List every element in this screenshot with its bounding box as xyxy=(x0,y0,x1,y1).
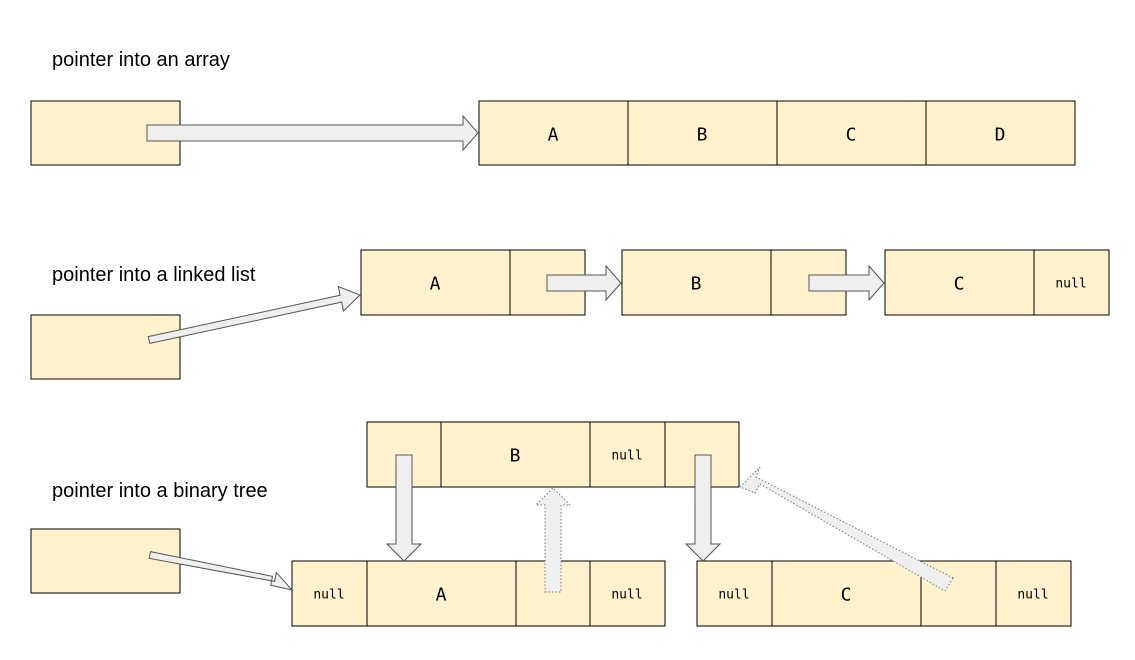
list-b-to-c-arrow xyxy=(808,264,885,302)
tree-right-label: C xyxy=(841,585,852,606)
tree-left-null-right-label: null xyxy=(611,588,642,603)
array-cell-1-label: B xyxy=(697,125,708,146)
binary-tree-caption: pointer into a binary tree xyxy=(52,480,268,502)
tree-pointer-arrow xyxy=(148,551,294,591)
tree-left-value xyxy=(366,560,517,627)
tree-root-to-right-arrow xyxy=(684,454,722,562)
tree-root-null-label: null xyxy=(611,449,642,464)
tree-right-left-ptr xyxy=(696,560,773,627)
tree-root-to-left-arrow xyxy=(385,454,423,562)
list-node-c-value xyxy=(884,249,1035,316)
tree-pointer-box xyxy=(30,528,181,594)
list-node-b-label: B xyxy=(691,274,702,295)
tree-left-null-left-label: null xyxy=(313,588,344,603)
tree-left-label: A xyxy=(436,585,447,606)
tree-root-value xyxy=(440,421,591,488)
list-node-c-label: C xyxy=(954,274,965,295)
tree-right-null-left-label: null xyxy=(718,588,749,603)
list-a-to-b-arrow xyxy=(546,264,622,302)
tree-right-null-right-label: null xyxy=(1017,588,1048,603)
tree-root-label: B xyxy=(510,446,521,467)
tree-right-right-ptr xyxy=(995,560,1072,627)
linked-list-section: A B C null xyxy=(30,249,1110,380)
array-caption: pointer into an array xyxy=(52,49,230,71)
binary-tree-section: B null null A null null C null xyxy=(30,421,1072,627)
array-cell-2-label: C xyxy=(846,125,857,146)
list-node-c-null-label: null xyxy=(1055,277,1086,292)
tree-right-to-root-parent-arrow xyxy=(739,466,954,592)
array-pointer-arrow xyxy=(146,114,479,152)
linked-list-caption: pointer into a linked list xyxy=(52,264,256,286)
list-node-c-next xyxy=(1033,249,1110,316)
list-node-a-value xyxy=(360,249,511,316)
array-cell-3 xyxy=(925,100,1076,166)
tree-left-left-ptr xyxy=(291,560,368,627)
tree-left-right-ptr xyxy=(589,560,666,627)
list-pointer-arrow xyxy=(147,285,361,344)
array-section: A B C D xyxy=(30,100,1076,166)
tree-root-parent-ptr xyxy=(589,421,666,488)
tree-right-value xyxy=(771,560,922,627)
list-node-a-label: A xyxy=(430,274,441,295)
array-cell-2 xyxy=(776,100,927,166)
tree-left-to-root-parent-arrow xyxy=(534,487,572,593)
array-cell-0 xyxy=(478,100,629,166)
array-cell-3-label: D xyxy=(995,125,1006,146)
array-cell-0-label: A xyxy=(548,125,559,146)
list-pointer-box xyxy=(30,314,181,380)
array-cell-1 xyxy=(627,100,778,166)
